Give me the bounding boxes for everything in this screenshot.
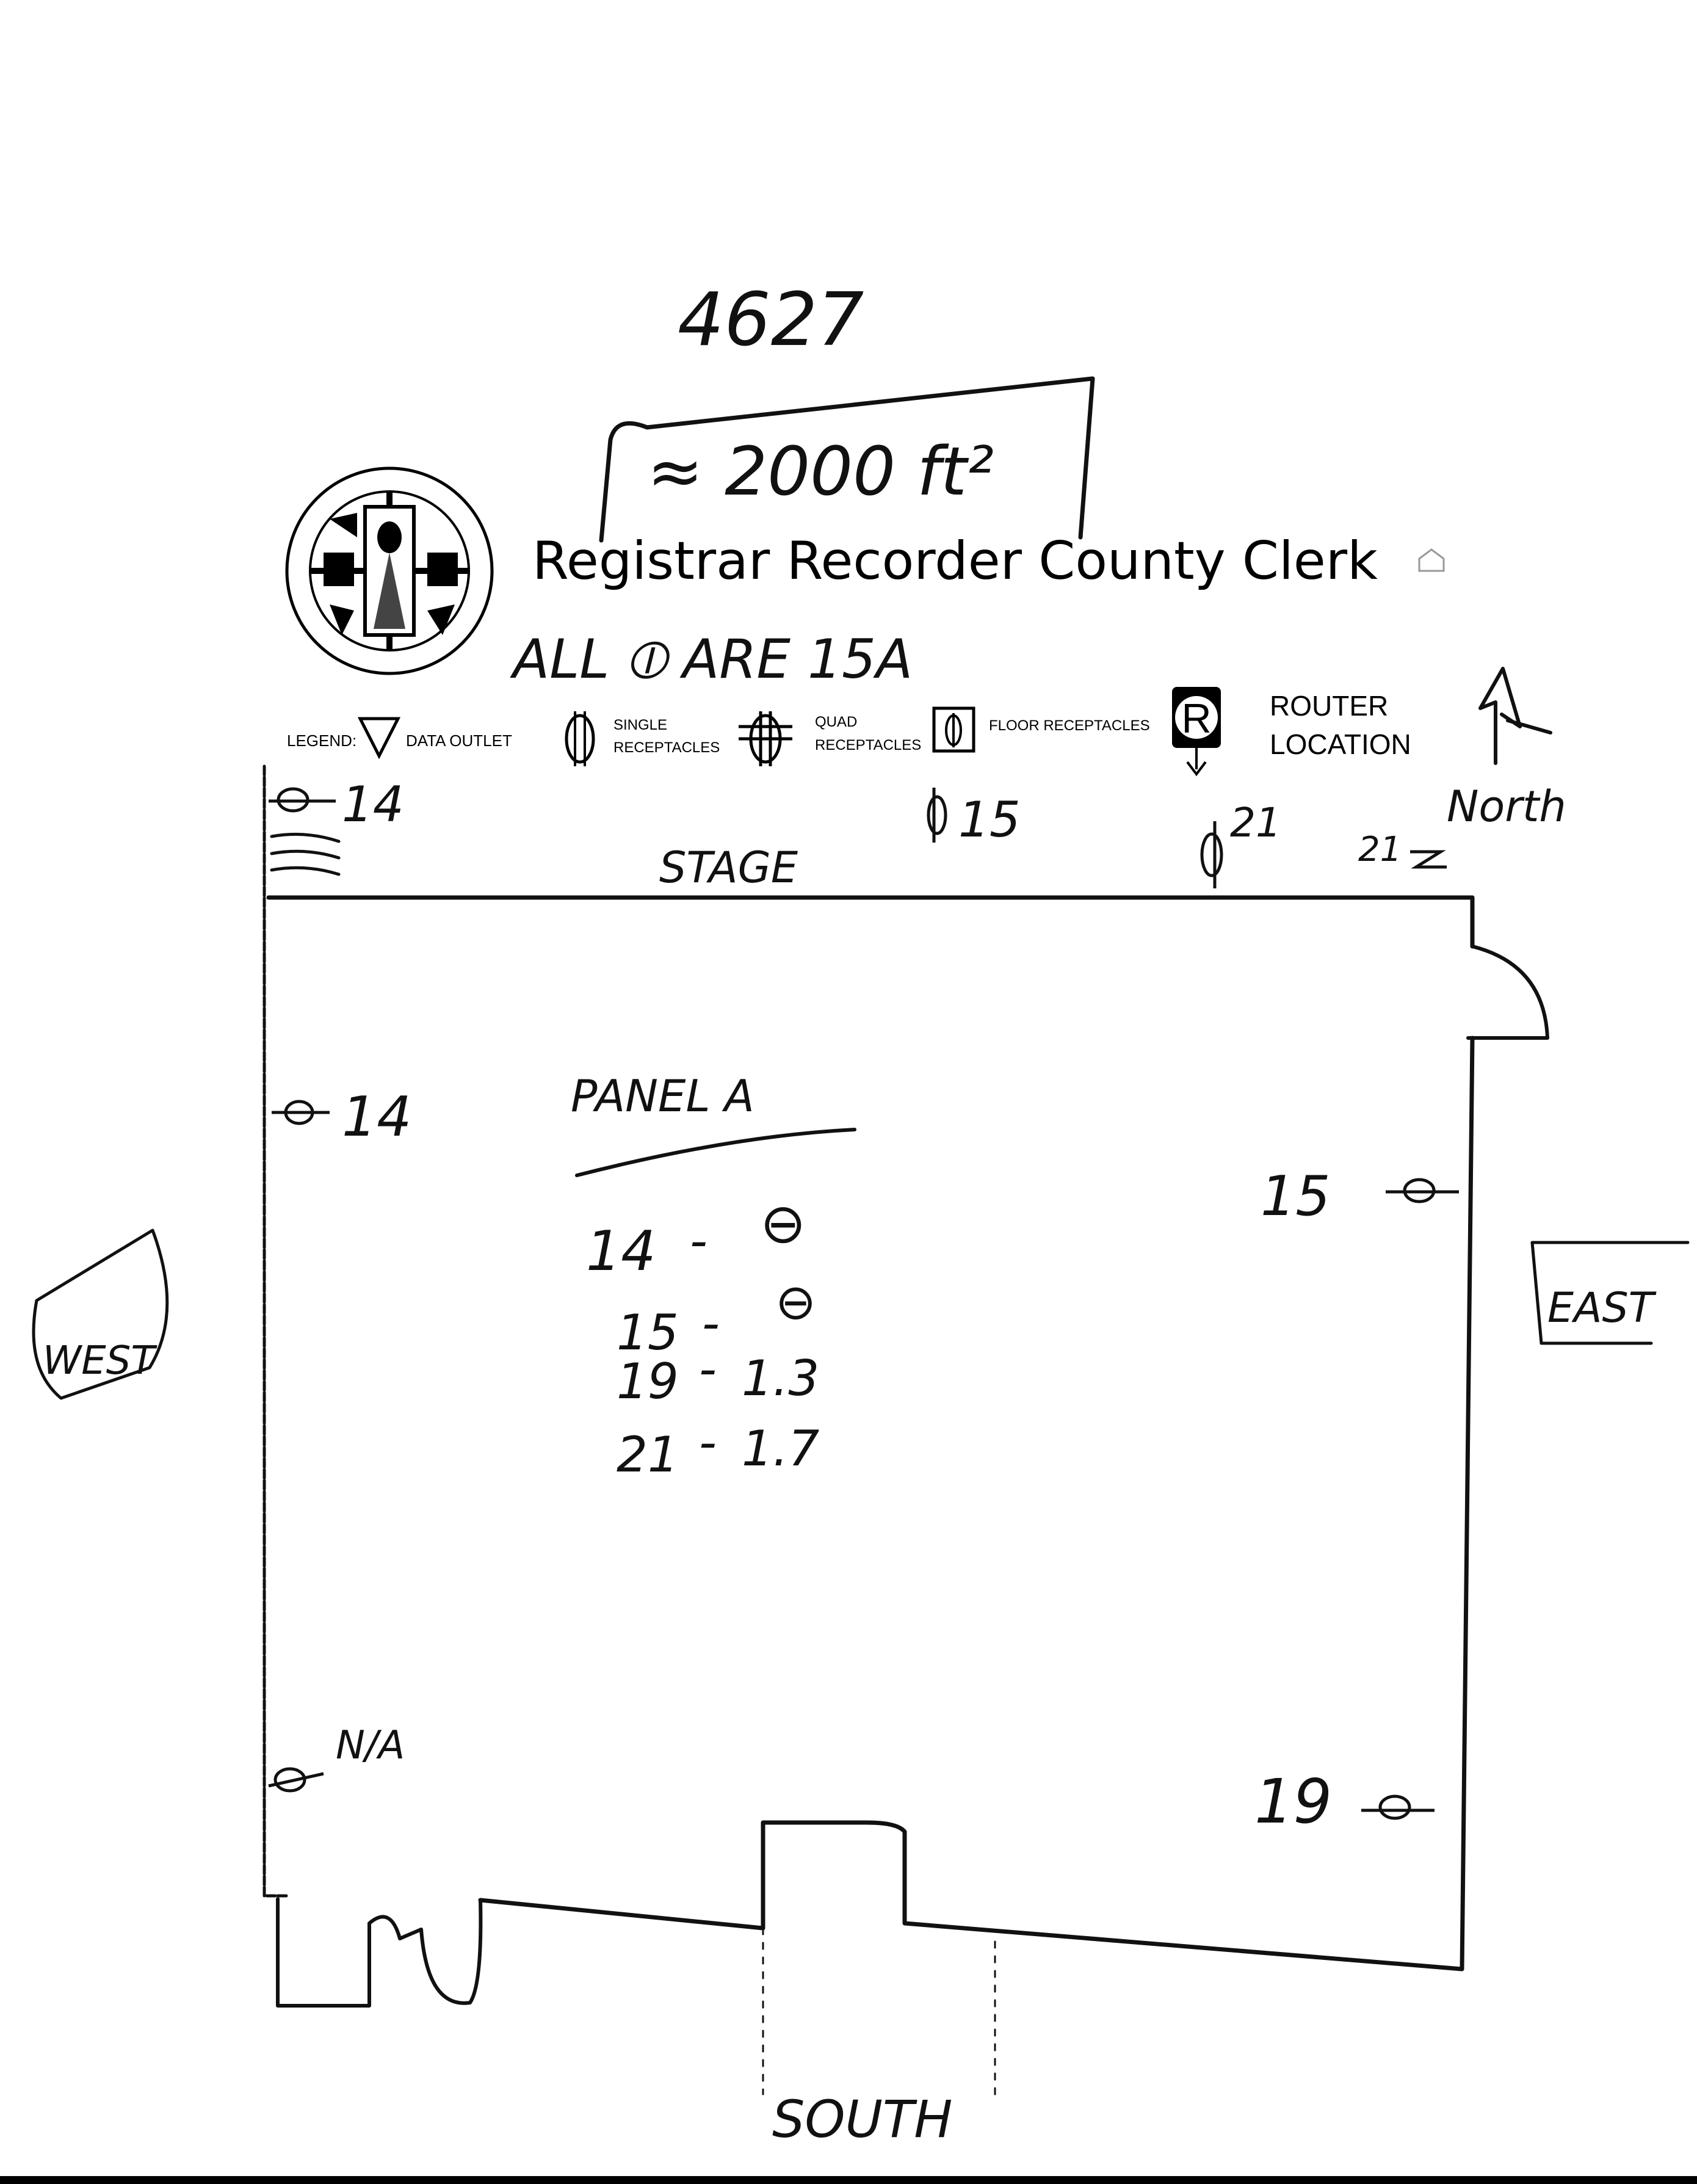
router-icon: R: [1172, 687, 1221, 777]
east-label: EAST: [1547, 1284, 1657, 1332]
panel-row-dash: -: [690, 1213, 707, 1269]
outlet-far-right-label: 21: [1358, 830, 1402, 869]
east-label-tag: EAST: [1530, 1241, 1690, 1345]
receptacle-icon: [1386, 1178, 1459, 1203]
receptacle-icon: [268, 1767, 324, 1793]
panel-row: 15 - ⊖: [617, 1274, 816, 1361]
stage-label: STAGE: [659, 843, 798, 893]
legend-single-line1: SINGLE: [613, 717, 667, 733]
county-seal-logo: [285, 466, 494, 675]
panel-row-dash: -: [699, 1341, 717, 1398]
triangle-icon: [357, 717, 401, 760]
outlet-south-west-label: N/A: [336, 1723, 405, 1768]
legend-quad-line1: QUAD: [815, 714, 857, 730]
home-icon: [1418, 548, 1445, 572]
outlet-south-east-label: 19: [1254, 1766, 1332, 1837]
receptacle-icon: [1200, 821, 1223, 888]
outlet-west-label: 14: [342, 1085, 412, 1149]
north-arrow-icon: [1478, 667, 1552, 765]
panel-row: 19 - 1.3: [617, 1341, 819, 1410]
west-label-tag: WEST: [32, 1228, 169, 1400]
panel-row-circuit: 14: [586, 1219, 656, 1283]
legend-quad-line2: RECEPTACLES: [815, 737, 921, 753]
entry-walkway: [762, 1927, 996, 2095]
panel-row-dash: -: [702, 1295, 720, 1352]
outlet-top-right-label: 21: [1230, 799, 1281, 846]
page-title: Registrar Recorder County Clerk: [532, 531, 1378, 592]
panel-row-circuit: 15: [617, 1304, 679, 1361]
south-label: SOUTH: [772, 2089, 952, 2149]
receptacle-icon: [1410, 850, 1447, 869]
legend: LEGEND: DATA OUTLET SINGLE RECEPTACLES Q…: [287, 687, 1411, 777]
legend-router-line2: LOCATION: [1270, 728, 1411, 760]
panel-row: 14 - ⊖: [586, 1192, 806, 1283]
panel-row-dash: -: [699, 1414, 717, 1471]
single-receptacle-icon: [565, 711, 595, 766]
outlet-top-left-label: 14: [342, 776, 404, 833]
receptacle-icon: [927, 788, 947, 843]
legend-single-line2: RECEPTACLES: [613, 739, 720, 756]
site-number: 4627: [678, 278, 864, 363]
outlet-east-label: 15: [1261, 1164, 1331, 1228]
legend-data-outlet: DATA OUTLET: [406, 731, 512, 750]
panel-underline: [575, 1128, 856, 1177]
area-note: ≈ 2000 ft²: [647, 432, 994, 510]
receptacle-icon: [269, 787, 336, 813]
floor-receptacle-icon: [932, 706, 975, 753]
amperage-note: ALL ⦶ ARE 15A: [510, 628, 913, 691]
panel-title: PANEL A: [571, 1070, 754, 1122]
scan-edge: [0, 2176, 1697, 2184]
quad-receptacle-icon: [739, 711, 792, 766]
door-swing: [1466, 945, 1549, 1040]
outlet-stage-label: 15: [958, 791, 1021, 848]
panel-row-circuit: 21: [617, 1426, 679, 1483]
router-symbol: R: [1181, 695, 1211, 742]
legend-router-line1: ROUTER: [1270, 690, 1388, 722]
stairs-lines: [270, 832, 341, 876]
receptacle-icon: [1361, 1794, 1435, 1820]
panel-row-value: 1.3: [742, 1350, 819, 1407]
legend-label: LEGEND:: [287, 731, 356, 750]
west-label: WEST: [43, 1338, 157, 1384]
panel-a-notes: PANEL A 14 - ⊖ 15 - ⊖ 19 - 1.3 21 - 1.7: [571, 1070, 856, 1483]
north-label: North: [1447, 782, 1566, 832]
legend-floor: FLOOR RECEPTACLES: [989, 717, 1150, 734]
panel-row-value: ⊖: [760, 1192, 806, 1256]
area-note-bracket: [599, 376, 1095, 543]
panel-row-circuit: 19: [617, 1353, 679, 1410]
room-outline: [262, 764, 1549, 2095]
panel-row: 21 - 1.7: [617, 1414, 819, 1483]
panel-row-value: 1.7: [742, 1420, 819, 1477]
receptacle-icon: [272, 1100, 330, 1125]
panel-row-value: ⊖: [775, 1274, 816, 1330]
